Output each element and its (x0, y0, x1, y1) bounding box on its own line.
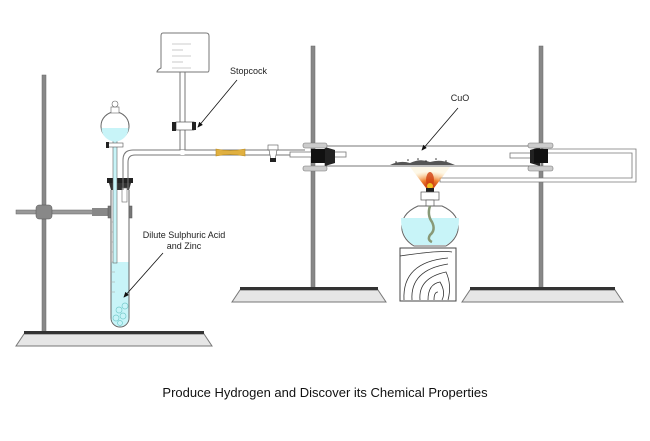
delivery-stopcock (267, 144, 279, 162)
stopcock-pointer-arrow (197, 79, 238, 128)
delivery-tube (122, 85, 305, 190)
boss-clamp (35, 204, 53, 220)
stopcock (172, 121, 196, 131)
right-retort-stand (461, 45, 624, 303)
stopcock-label: Stopcock (230, 66, 268, 76)
middle-retort-stand (231, 45, 387, 303)
combustion-tube (289, 142, 637, 183)
wooden-block (399, 247, 457, 302)
acid-label-line2: and Zinc (167, 241, 202, 251)
separating-funnel (100, 100, 130, 264)
flame (410, 167, 450, 189)
rubber-tube-connector (215, 148, 246, 157)
gas-reservoir-beaker (156, 32, 210, 86)
copper-oxide-powder (390, 158, 455, 165)
cuo-label: CuO (451, 93, 470, 103)
test-tube (107, 178, 133, 328)
cuo-pointer-arrow (421, 107, 459, 151)
rubber-stopper (107, 178, 133, 183)
acid-label-line1: Dilute Sulphuric Acid (143, 230, 226, 240)
zinc-granules (112, 302, 129, 326)
alcohol-lamp (401, 188, 459, 247)
funnel-tap (106, 142, 124, 148)
acid-pointer-arrow (123, 252, 164, 298)
diagram-title: Produce Hydrogen and Discover its Chemic… (162, 385, 488, 400)
